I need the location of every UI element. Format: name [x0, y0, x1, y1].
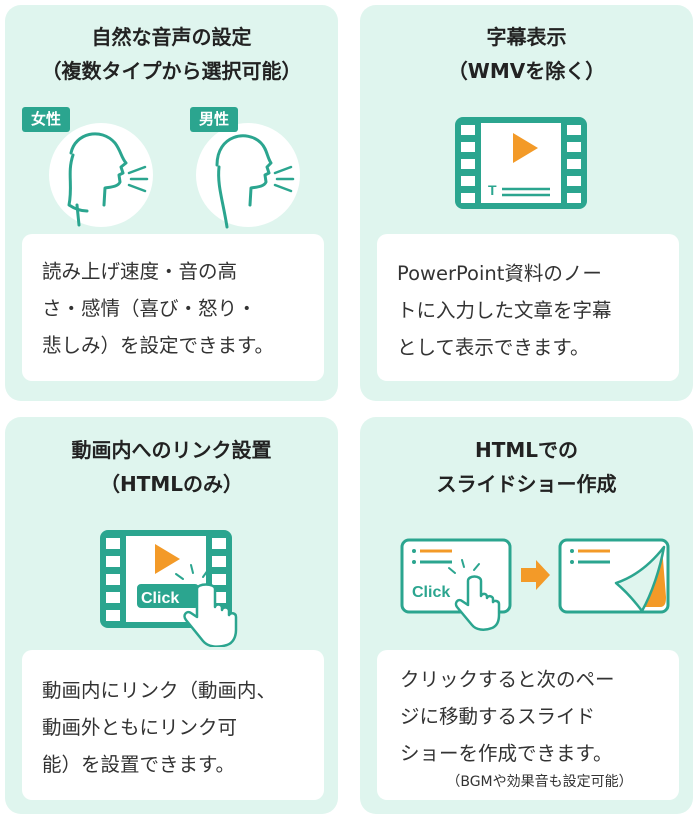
card-title-line: （HTMLのみ） [99, 472, 244, 496]
link-video-icon: Click [100, 530, 238, 647]
click-label: Click [141, 590, 179, 607]
card-title-line: （複数タイプから選択可能） [41, 59, 302, 83]
card-title-line: （WMVを除く） [447, 59, 606, 83]
male-head-icon [215, 134, 273, 229]
female-head-icon [67, 132, 128, 227]
description-line: PowerPoint資料のノー [397, 262, 602, 285]
description-line: さ・感情（喜び・怒り・ [42, 297, 257, 320]
voice-illustration [49, 123, 300, 229]
arrow-right-icon [521, 560, 550, 590]
description-line: 動画外ともにリンク可 [42, 716, 238, 739]
description-line: 読み上げ速度・音の高 [42, 260, 238, 283]
caption-mark: T [488, 182, 497, 198]
description-note: （BGMや効果音も設定可能） [446, 774, 633, 790]
description-line: クリックすると次のペー [400, 668, 615, 691]
card-title-line: 自然な音声の設定 [91, 25, 252, 49]
slideshow-illustration: Click [400, 538, 670, 631]
tag-female: 女性 [22, 107, 71, 132]
description-line: ショーを作成できます。 [400, 742, 613, 765]
card-title-line: 字幕表示 [486, 25, 567, 49]
play-icon [155, 544, 180, 574]
play-icon [513, 133, 538, 163]
card-title: 字幕表示 （WMVを除く） [360, 20, 693, 88]
page-curl-icon [614, 545, 666, 613]
click-label: Click [412, 584, 450, 601]
subtitle-video-icon: T [455, 117, 587, 209]
voice-waves-icon [127, 165, 149, 193]
card-description: クリックすると次のペー ジに移動するスライド ショーを作成できます。 （BGMや… [377, 650, 679, 800]
feature-card-voice: 自然な音声の設定 （複数タイプから選択可能） 女性 男性 読み上げ速度・音の高 [5, 5, 338, 401]
feature-card-slideshow: HTMLでの スライドショー作成 Click クリックすると次のペー ジに移動す… [360, 417, 693, 814]
feature-card-subtitles: 字幕表示 （WMVを除く） T PowerPoint資料のノー トに入力した文章… [360, 5, 693, 401]
pointer-hand-icon [175, 564, 238, 647]
pointer-hand-icon [448, 559, 501, 631]
description-line: 能）を設置できます。 [42, 753, 236, 776]
description-line: トに入力した文章を字幕 [397, 299, 612, 322]
description-line: 動画内にリンク（動画内、 [42, 679, 277, 702]
description-line: 悲しみ）を設定できます。 [42, 334, 275, 357]
card-title: 動画内へのリンク設置 （HTMLのみ） [5, 433, 338, 501]
description-line: として表示できます。 [397, 336, 590, 359]
card-description: PowerPoint資料のノー トに入力した文章を字幕 として表示できます。 [377, 234, 679, 381]
description-line: ジに移動するスライド [400, 705, 596, 728]
card-title: HTMLでの スライドショー作成 [360, 433, 693, 501]
card-title: 自然な音声の設定 （複数タイプから選択可能） [5, 20, 338, 88]
tag-male: 男性 [190, 107, 239, 132]
card-description: 動画内にリンク（動画内、 動画外ともにリンク可 能）を設置できます。 [22, 650, 324, 800]
card-title-line: スライドショー作成 [436, 472, 617, 496]
voice-waves-icon [273, 165, 295, 193]
card-description: 読み上げ速度・音の高 さ・感情（喜び・怒り・ 悲しみ）を設定できます。 [22, 234, 324, 381]
card-title-line: 動画内へのリンク設置 [71, 438, 272, 462]
feature-card-links: 動画内へのリンク設置 （HTMLのみ） Click 動画内にリンク（動画内、 動… [5, 417, 338, 814]
card-title-line: HTMLでの [474, 438, 579, 462]
